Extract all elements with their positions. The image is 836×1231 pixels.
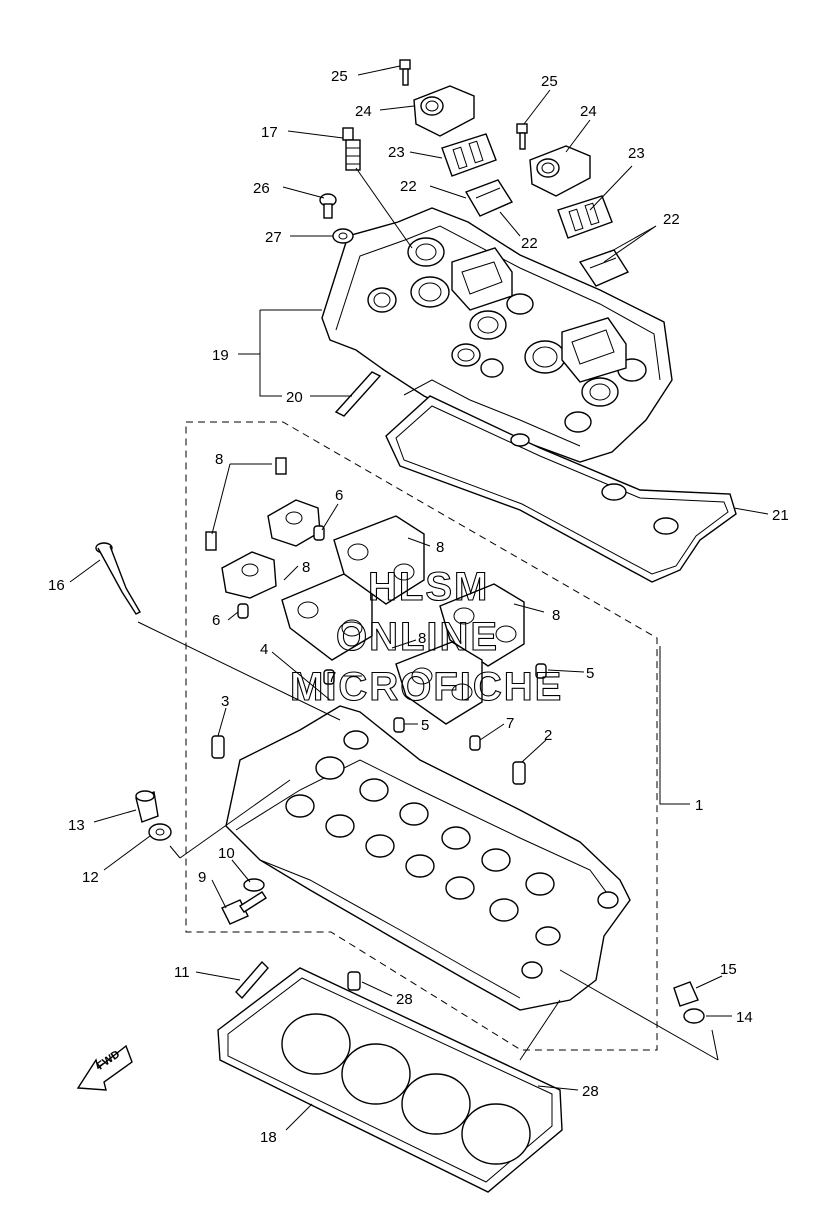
callout-22: 22 [400, 178, 417, 195]
leader-lines [69, 65, 769, 1131]
cam-lobes [285, 730, 561, 946]
callout-8: 8 [552, 607, 560, 624]
callout-9: 9 [198, 869, 206, 886]
stud-3 [211, 735, 225, 759]
dowel-pins [237, 525, 547, 751]
callout-8: 8 [302, 559, 310, 576]
callout-21: 21 [772, 507, 789, 524]
bolt-25-right [516, 123, 528, 150]
washer-27 [332, 228, 354, 244]
gasket-plug-rings [510, 433, 679, 535]
cam-carrier-right-upper [333, 515, 425, 605]
ignition-coil-cover-24-left [413, 85, 475, 137]
callout-6: 6 [335, 487, 343, 504]
stud-11 [235, 960, 269, 1000]
callout-26: 26 [253, 180, 270, 197]
washer-12 [148, 823, 172, 841]
callout-labels: 25 24 17 23 22 26 27 22 25 24 23 22 19 2… [48, 68, 789, 1146]
callout-22: 22 [663, 211, 680, 228]
callout-17: 17 [261, 124, 278, 141]
stud-2 [512, 761, 526, 785]
bracket-20 [334, 371, 382, 417]
washer-10 [243, 878, 265, 892]
callout-2: 2 [544, 727, 552, 744]
dowel-28-upper [347, 971, 361, 991]
callout-23: 23 [628, 145, 645, 162]
callout-8: 8 [418, 630, 426, 647]
assembly-boundary [185, 421, 658, 1051]
plug-13 [135, 790, 159, 823]
bolt-25-left [399, 59, 411, 86]
callout-3: 3 [221, 693, 229, 710]
callout-19: 19 [212, 347, 229, 364]
callout-6: 6 [212, 612, 220, 629]
head-gasket [217, 967, 563, 1193]
callout-25: 25 [331, 68, 348, 85]
fwd-arrow-icon: FWD [76, 1044, 133, 1091]
callout-20: 20 [286, 389, 303, 406]
cam-carrier-right-lower [395, 641, 483, 725]
cam-cap-left-lower [205, 531, 277, 599]
watermark-line-1: HLSM [368, 565, 489, 609]
cylinder-head-cover [321, 207, 673, 463]
callout-22: 22 [521, 235, 538, 252]
watermark-line-3: MICROFICHE [290, 665, 563, 709]
watermark: HLSM ONLINE MICROFICHE [289, 564, 563, 709]
seal-23-left [441, 133, 497, 177]
callout-7: 7 [506, 715, 514, 732]
washer-14 [683, 1008, 705, 1024]
callout-24: 24 [355, 103, 372, 120]
callout-28: 28 [582, 1083, 599, 1100]
connector-22-right [578, 249, 630, 287]
connector-22-left [464, 179, 514, 217]
plug-15 [673, 981, 699, 1007]
seal-23-right [557, 195, 613, 239]
callout-7: 7 [328, 669, 336, 686]
callout-5: 5 [421, 717, 429, 734]
bolt-16 [95, 542, 141, 615]
callout-13: 13 [68, 817, 85, 834]
callout-4: 4 [260, 641, 268, 658]
callout-23: 23 [388, 144, 405, 161]
callout-28: 28 [396, 991, 413, 1008]
ignition-coil-cover-24-right [529, 145, 591, 197]
callout-14: 14 [736, 1009, 753, 1026]
callout-1: 1 [695, 797, 703, 814]
callout-12: 12 [82, 869, 99, 886]
callout-8: 8 [215, 451, 223, 468]
callout-5: 5 [586, 665, 594, 682]
callout-11: 11 [174, 964, 190, 981]
callout-8: 8 [436, 539, 444, 556]
callout-18: 18 [260, 1129, 277, 1146]
spark-plug-17 [342, 127, 361, 171]
callout-27: 27 [265, 229, 282, 246]
callout-16: 16 [48, 577, 65, 594]
watermark-line-2: ONLINE [336, 615, 499, 659]
callout-10: 10 [218, 845, 235, 862]
cam-cap-left-upper [267, 457, 321, 547]
bolt-9 [221, 891, 267, 925]
cam-carrier-right-mid [439, 583, 525, 667]
cylinder-head [225, 705, 631, 1011]
callout-25: 25 [541, 73, 558, 90]
bolt-26 [319, 193, 337, 219]
callout-24: 24 [580, 103, 597, 120]
callout-15: 15 [720, 961, 737, 978]
